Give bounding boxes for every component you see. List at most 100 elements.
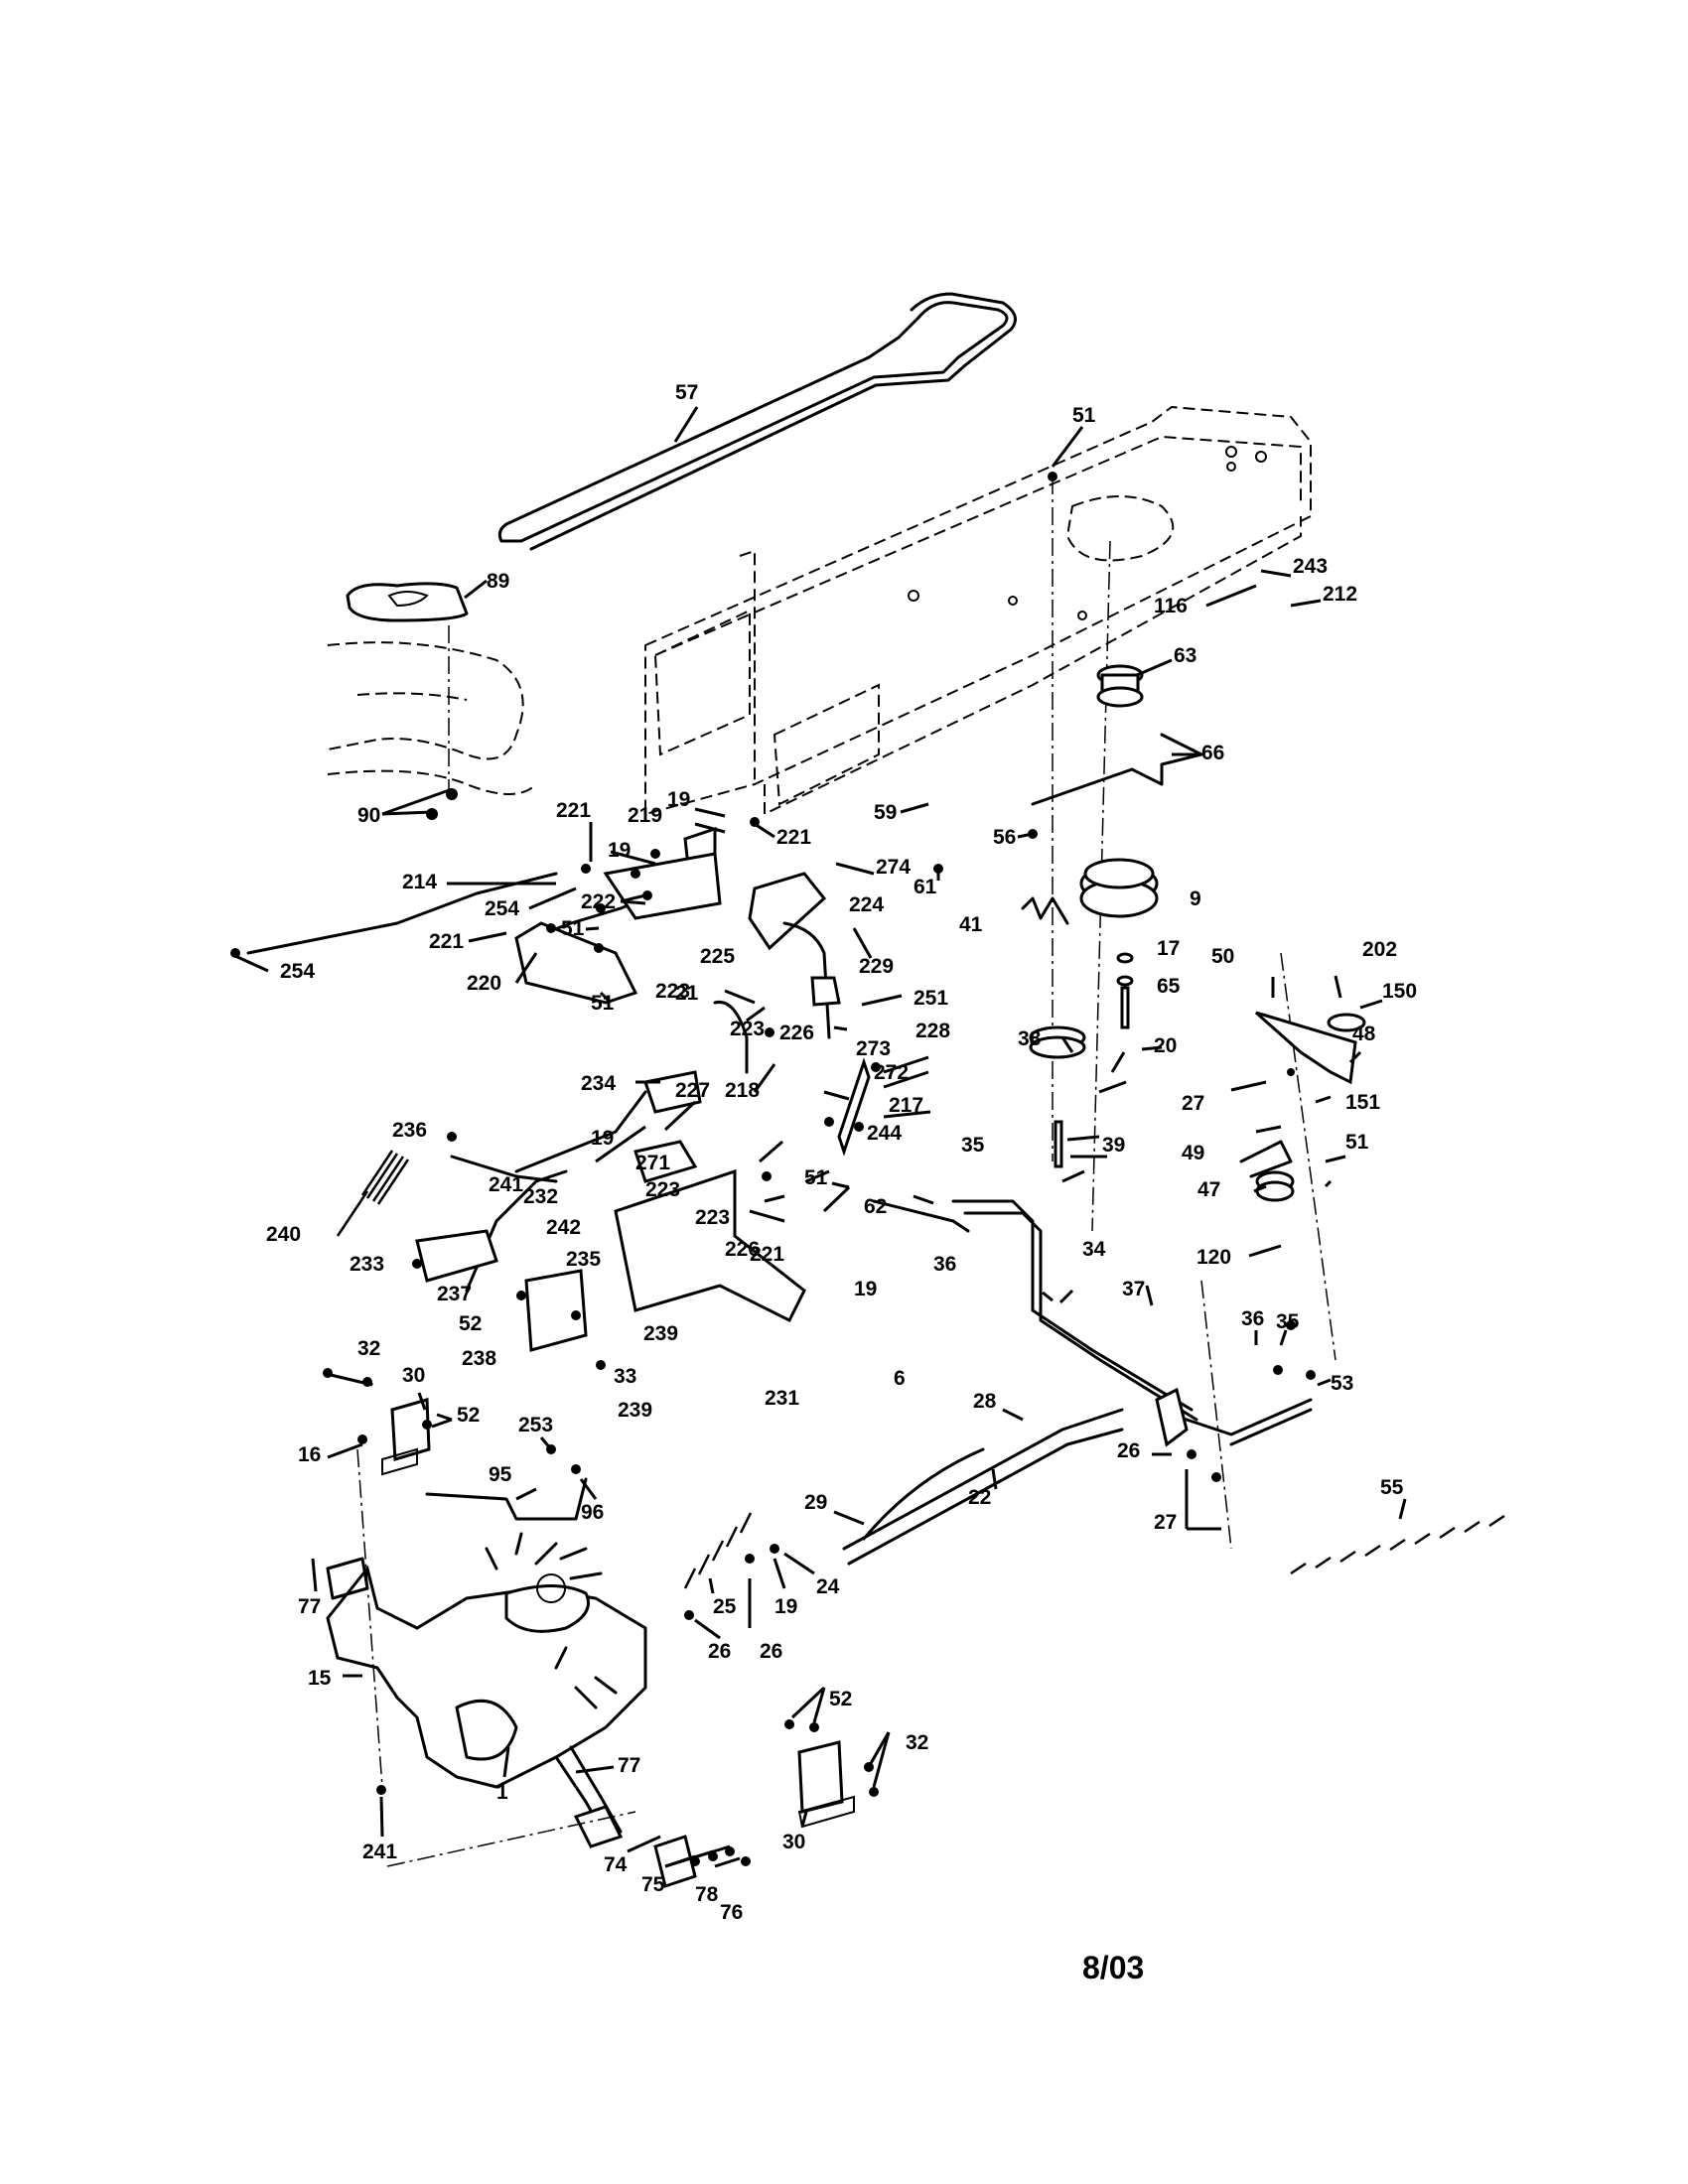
- pulley-stack: [1021, 477, 1203, 1232]
- callout-96: 96: [581, 1501, 604, 1524]
- callout-90: 90: [357, 804, 380, 827]
- callout-27: 27: [1182, 1092, 1204, 1115]
- callout-6: 6: [894, 1367, 906, 1390]
- callout-223-b: 223: [730, 1018, 765, 1040]
- callout-226-b: 226: [725, 1238, 760, 1261]
- callout-22: 22: [968, 1486, 991, 1509]
- linkage-rods: [842, 1199, 1313, 1566]
- callout-51-d: 51: [804, 1166, 828, 1189]
- callout-237: 237: [437, 1283, 472, 1305]
- callout-16: 16: [298, 1443, 321, 1466]
- callout-214: 214: [402, 871, 437, 893]
- callout-57: 57: [675, 381, 698, 404]
- body-outline: [327, 641, 537, 795]
- callout-225: 225: [700, 945, 735, 968]
- callout-274: 274: [876, 856, 911, 879]
- callout-271: 271: [635, 1152, 670, 1174]
- callout-53: 53: [1331, 1372, 1353, 1395]
- idler-bracket: [1239, 952, 1366, 1361]
- springs: [336, 1150, 1505, 1589]
- callout-38: 38: [1018, 1027, 1042, 1050]
- callout-222: 222: [581, 890, 616, 913]
- callout-26-c: 26: [760, 1640, 782, 1663]
- callout-51: 51: [1072, 404, 1096, 427]
- callout-223-c: 223: [645, 1178, 680, 1201]
- callout-273: 273: [856, 1037, 891, 1060]
- callout-35: 35: [961, 1134, 985, 1157]
- callout-63: 63: [1174, 644, 1196, 667]
- callout-228: 228: [915, 1020, 950, 1042]
- callout-19-e: 19: [774, 1595, 797, 1618]
- callout-221-c: 221: [429, 930, 464, 953]
- callout-226: 226: [779, 1022, 814, 1044]
- callout-20: 20: [1154, 1034, 1177, 1057]
- callout-49: 49: [1182, 1142, 1204, 1164]
- callout-150: 150: [1382, 980, 1417, 1003]
- callout-233: 233: [350, 1253, 384, 1276]
- drive-belt: [497, 292, 1017, 551]
- callout-239-b: 239: [618, 1399, 652, 1422]
- callout-32-b: 32: [906, 1731, 928, 1754]
- callout-56: 56: [993, 826, 1016, 849]
- callout-62: 62: [864, 1195, 887, 1218]
- callout-19-c: 19: [591, 1127, 614, 1150]
- callout-19-d: 19: [854, 1278, 877, 1300]
- callout-235: 235: [566, 1248, 601, 1271]
- callout-254: 254: [485, 897, 519, 920]
- callout-236: 236: [392, 1119, 427, 1142]
- callout-28: 28: [973, 1390, 997, 1413]
- callout-26: 26: [1117, 1439, 1140, 1462]
- seat: [346, 582, 469, 794]
- callout-15: 15: [308, 1667, 332, 1690]
- callout-33: 33: [614, 1365, 636, 1388]
- callout-51-c: 51: [591, 992, 615, 1015]
- callout-234: 234: [581, 1072, 616, 1095]
- callout-76: 76: [720, 1901, 743, 1924]
- callout-240: 240: [266, 1223, 301, 1246]
- callout-120: 120: [1196, 1246, 1231, 1269]
- callout-30: 30: [402, 1364, 425, 1387]
- callout-37: 37: [1122, 1278, 1145, 1300]
- callout-242: 242: [546, 1216, 581, 1239]
- callout-220: 220: [467, 972, 501, 995]
- callout-221-d: 221: [750, 1243, 784, 1266]
- callout-212: 212: [1323, 583, 1357, 606]
- callout-244: 244: [867, 1122, 902, 1145]
- callout-89: 89: [487, 570, 509, 593]
- callout-17: 17: [1157, 937, 1180, 960]
- callout-224: 224: [849, 893, 884, 916]
- callout-221: 221: [556, 799, 591, 822]
- callout-50: 50: [1211, 945, 1234, 968]
- callout-232: 232: [523, 1185, 558, 1208]
- callout-272: 272: [874, 1061, 909, 1084]
- callout-77-b: 77: [618, 1754, 640, 1777]
- callout-32: 32: [357, 1337, 380, 1360]
- callout-47: 47: [1197, 1178, 1220, 1201]
- callout-29: 29: [804, 1491, 827, 1514]
- callout-39: 39: [1102, 1134, 1125, 1157]
- callout-59: 59: [874, 801, 897, 824]
- callout-1: 1: [496, 1781, 508, 1804]
- shift-rod: [425, 1477, 588, 1521]
- callout-254-b: 254: [280, 960, 315, 983]
- callout-202: 202: [1362, 938, 1397, 961]
- callout-65: 65: [1157, 975, 1181, 998]
- callout-34: 34: [1082, 1238, 1106, 1261]
- callout-241: 241: [489, 1173, 523, 1196]
- callout-25: 25: [713, 1595, 737, 1618]
- callout-223-d: 223: [695, 1206, 730, 1229]
- callout-27-b: 27: [1154, 1511, 1177, 1534]
- callout-51-b: 51: [561, 917, 585, 940]
- callout-241-b: 241: [362, 1841, 397, 1863]
- callout-24: 24: [816, 1575, 840, 1598]
- callout-66: 66: [1201, 742, 1224, 764]
- callout-77: 77: [298, 1595, 321, 1618]
- callout-52: 52: [459, 1312, 482, 1335]
- callout-221-right: 221: [776, 826, 811, 849]
- callout-227: 227: [675, 1079, 710, 1102]
- callout-219: 219: [628, 804, 662, 827]
- callout-239: 239: [643, 1322, 678, 1345]
- callout-74: 74: [604, 1853, 628, 1876]
- callout-labels: 57 51 89 243 116 212 63 66 59 56 61 90 1…: [266, 381, 1417, 1924]
